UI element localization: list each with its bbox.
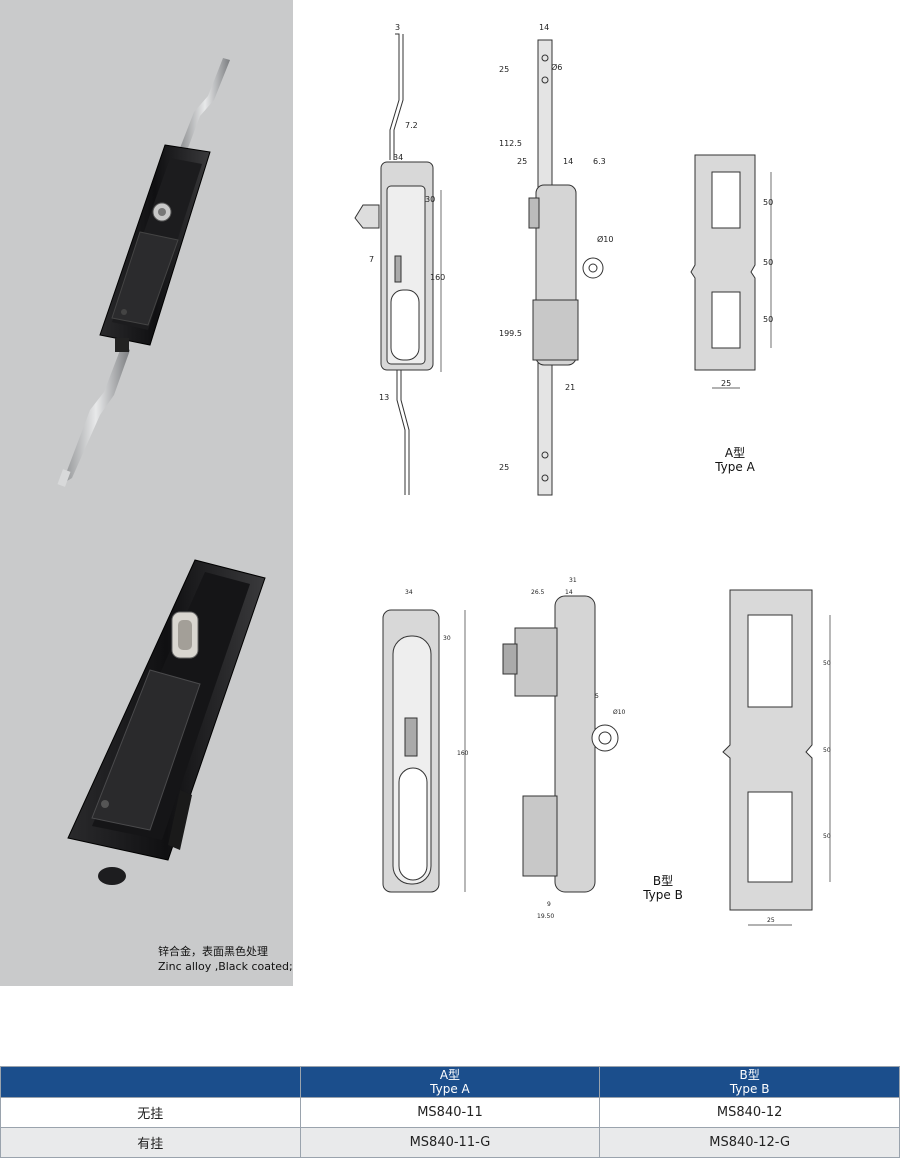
type-b-cutout-template — [722, 589, 831, 926]
type-b-en: Type B — [643, 888, 683, 902]
dim-b-19-50: 19.50 — [537, 913, 554, 920]
dim-a-phi10: Ø10 — [597, 234, 613, 244]
type-b-caption: B型 Type B — [633, 874, 693, 902]
drawing-canvas: 3 7.2 34 30 7 160 13 14 25 Ø6 112.5 25 1… — [354, 23, 831, 926]
header-type-b-cn: B型 — [739, 1068, 760, 1082]
dim-b-14: 14 — [565, 589, 573, 596]
dim-a-21: 21 — [565, 383, 575, 392]
dim-a-6-3: 6.3 — [593, 157, 606, 166]
dim-b-cut-50b: 50 — [823, 747, 831, 754]
header-type-a-cn: A型 — [439, 1068, 461, 1082]
type-a-caption: A型 Type A — [705, 446, 765, 474]
caption-chinese: 锌合金，表面黑色处理 — [158, 945, 268, 958]
dim-b-cut-50a: 50 — [823, 660, 831, 667]
caption-english: Zinc alloy ,Black coated; — [158, 960, 293, 973]
dim-a-199-5: 199.5 — [499, 329, 522, 338]
dim-a-cut-50b: 50 — [763, 258, 773, 267]
dim-a-25-mid: 25 — [517, 157, 527, 166]
type-a-side-view — [354, 33, 442, 495]
dim-a-13: 13 — [379, 393, 389, 402]
model-a: MS840-11-G — [299, 1127, 601, 1158]
dim-a-7-2: 7.2 — [405, 121, 418, 130]
dim-b-30: 30 — [443, 635, 451, 642]
dim-b-160: 160 — [457, 750, 469, 757]
header-type-a-en: Type A — [430, 1082, 470, 1096]
dim-a-14-mid: 14 — [563, 157, 573, 166]
row-label: 有挂 — [0, 1127, 301, 1158]
type-b-side-view — [502, 595, 619, 893]
dim-a-3: 3 — [395, 23, 400, 32]
dim-a-phi6: Ø6 — [551, 62, 562, 72]
header-type-a: A型 Type A — [299, 1066, 601, 1098]
type-b-cn: B型 — [652, 874, 674, 888]
dim-b-31: 31 — [569, 577, 577, 584]
dim-b-34: 34 — [405, 589, 413, 596]
dim-a-25-top: 25 — [499, 65, 509, 74]
material-caption: 锌合金，表面黑色处理 Zinc alloy ,Black coated; — [158, 944, 293, 974]
dim-b-cut-50c: 50 — [823, 833, 831, 840]
photo-lock-type-a — [57, 58, 230, 487]
model-b: MS840-12 — [599, 1097, 900, 1128]
header-type-b-en: Type B — [729, 1082, 770, 1096]
dim-a-160: 160 — [430, 273, 445, 282]
table-row: 有挂 MS840-11-G MS840-12-G — [0, 1127, 900, 1158]
model-table: A型 Type A B型 Type B 无挂 MS840-11 MS840-12… — [0, 1066, 900, 1158]
product-photo-panel: 锌合金，表面黑色处理 Zinc alloy ,Black coated; — [0, 0, 293, 986]
dim-a-30: 30 — [425, 195, 435, 204]
dim-b-26-5: 26.5 — [531, 589, 545, 596]
model-a: MS840-11 — [299, 1097, 601, 1128]
photo-lock-type-b — [67, 559, 266, 885]
dim-b-5: 5 — [595, 693, 599, 700]
dim-b-phi10: Ø10 — [613, 709, 626, 716]
header-empty — [0, 1066, 301, 1098]
table-header-row: A型 Type A B型 Type B — [0, 1066, 900, 1098]
dim-a-14: 14 — [539, 23, 549, 32]
dim-a-25-bot: 25 — [499, 463, 509, 472]
row-label: 无挂 — [0, 1097, 301, 1128]
type-b-front-view — [382, 609, 466, 893]
dim-a-cut-25: 25 — [721, 379, 731, 388]
table-row: 无挂 MS840-11 MS840-12 — [0, 1097, 900, 1128]
technical-drawing: 3 7.2 34 30 7 160 13 14 25 Ø6 112.5 25 1… — [293, 0, 900, 986]
dim-b-9: 9 — [547, 901, 551, 908]
header-type-b: B型 Type B — [599, 1066, 900, 1098]
type-a-cn: A型 — [724, 446, 746, 460]
model-b: MS840-12-G — [599, 1127, 900, 1158]
dim-b-cut-25: 25 — [767, 917, 775, 924]
dim-a-7: 7 — [369, 255, 374, 264]
type-a-front-view — [528, 39, 604, 496]
type-a-cutout-template — [690, 154, 772, 389]
dim-a-34: 34 — [393, 153, 403, 162]
product-photo-illustration — [57, 58, 266, 885]
dim-a-cut-50c: 50 — [763, 315, 773, 324]
dim-a-112-5: 112.5 — [499, 139, 522, 148]
dim-a-cut-50a: 50 — [763, 198, 773, 207]
type-a-en: Type A — [715, 460, 755, 474]
